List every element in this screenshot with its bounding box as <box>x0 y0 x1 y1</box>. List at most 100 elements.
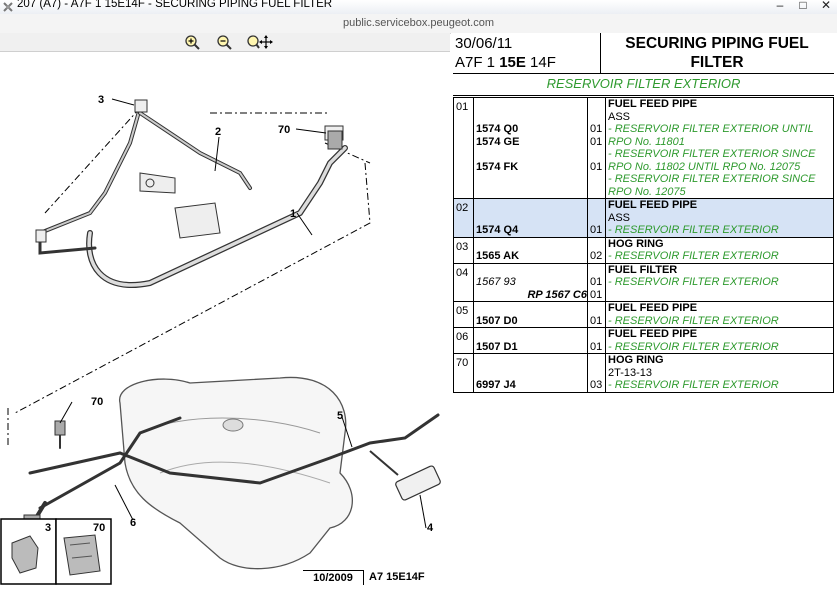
part-subtitle: ASS <box>608 110 631 123</box>
part-name: HOG RING <box>608 354 664 366</box>
part-quantities: 01 <box>587 327 606 354</box>
minimize-button[interactable]: – <box>776 0 784 12</box>
part-name: FUEL FEED PIPE <box>608 199 698 211</box>
part-position: 03 <box>453 236 474 264</box>
part-note: - RESERVOIR FILTER EXTERIOR SINCE RPO No… <box>608 148 816 173</box>
part-note: - RESERVOIR FILTER EXTERIOR <box>608 250 779 262</box>
diagram-stamp: 10/2009 A7 15E14F <box>303 570 446 586</box>
callout-1: 1 <box>290 208 296 220</box>
part-position: 06 <box>453 327 474 354</box>
part-note: - RESERVOIR FILTER EXTERIOR <box>608 276 779 288</box>
header-divider <box>453 73 834 74</box>
zoom-in-icon[interactable] <box>183 34 201 50</box>
part-subtitle: 2T-13-13 <box>608 366 653 379</box>
upper-pipe-assembly <box>38 106 348 288</box>
part-description: FUEL FILTER- RESERVOIR FILTER EXTERIOR <box>605 262 834 302</box>
page-url: public.servicebox.peugeot.com <box>342 17 495 29</box>
callout-3: 3 <box>98 94 104 106</box>
part-references: 1574 Q4 <box>473 198 588 238</box>
part-reference[interactable]: 1507 D1 <box>476 340 518 353</box>
part-name: FUEL FEED PIPE <box>608 328 698 340</box>
page-title: SECURING PIPING FUEL FILTER <box>625 35 809 71</box>
part-quantity: 01 <box>590 340 603 353</box>
part-quantity: 01 <box>590 123 603 135</box>
part-note: - RESERVOIR FILTER EXTERIOR <box>608 314 779 327</box>
callout-70-top: 70 <box>278 124 290 136</box>
part-note: - RESERVOIR FILTER EXTERIOR <box>608 224 779 236</box>
part-reference[interactable]: RP 1567 C6 <box>527 288 587 301</box>
window-titlebar: 207 (A7) - A7F 1 15E14F - SECURING PIPIN… <box>0 0 837 14</box>
part-references: 1507 D1 <box>473 327 588 354</box>
window-title: 207 (A7) - A7F 1 15E14F - SECURING PIPIN… <box>17 0 333 10</box>
fuel-filter <box>369 450 441 501</box>
part-note: - RESERVOIR FILTER EXTERIOR <box>608 340 779 353</box>
part-reference[interactable]: 1574 Q4 <box>476 224 519 236</box>
callout-70-left: 70 <box>91 396 103 408</box>
part-reference[interactable]: 1574 GE <box>476 135 520 148</box>
upper-fittings <box>35 99 344 243</box>
part-description: FUEL FEED PIPE- RESERVOIR FILTER EXTERIO… <box>605 327 834 354</box>
diagram-panel: 3 2 70 1 70 5 4 6 70 3 70 10/2009 A7 15E… <box>0 33 450 601</box>
part-references: 6997 J4 <box>473 353 588 393</box>
part-name: FUEL FEED PIPE <box>608 98 698 110</box>
callout-2: 2 <box>215 126 221 138</box>
part-position: 70 <box>453 353 474 393</box>
part-note: - RESERVOIR FILTER EXTERIOR UNTIL RPO No… <box>608 123 814 148</box>
app-icon <box>3 2 13 12</box>
part-reference[interactable]: 1567 93 <box>476 276 516 288</box>
fuel-tank <box>119 376 353 570</box>
part-references: 1565 AK <box>473 236 588 264</box>
inset-part-70: 70 <box>55 518 112 585</box>
part-name: FUEL FILTER <box>608 263 678 276</box>
part-reference[interactable]: 1565 AK <box>476 250 520 262</box>
part-note: - RESERVOIR FILTER EXTERIOR SINCE RPO No… <box>608 173 816 198</box>
section-title: RESERVOIR FILTER EXTERIOR <box>546 76 741 91</box>
part-reference[interactable]: 1574 Q0 <box>476 123 519 135</box>
zoom-out-icon[interactable] <box>215 34 233 50</box>
assembly-guide-lines <box>7 107 371 448</box>
part-reference[interactable]: 1507 D0 <box>476 314 518 327</box>
callout-5: 5 <box>337 410 343 422</box>
part-quantity: 01 <box>590 160 603 173</box>
part-quantity: 01 <box>590 314 603 327</box>
part-quantities: 01 <box>587 198 606 238</box>
parts-panel: 30/06/11 A7F 1 15E 14F SECURING PIPING F… <box>451 33 837 601</box>
inset-part-3: 3 <box>0 518 57 585</box>
callout-6: 6 <box>130 517 136 529</box>
part-name: FUEL FEED PIPE <box>608 302 698 314</box>
part-references: 1567 93 RP 1567 C6 <box>473 262 588 302</box>
part-reference[interactable]: 1574 FK <box>476 160 519 173</box>
part-position: 02 <box>453 198 474 238</box>
close-button[interactable]: ✕ <box>820 0 832 12</box>
header-date: 30/06/11 <box>455 35 513 52</box>
maximize-button[interactable]: □ <box>799 0 807 12</box>
diagram-code: A7 15E14F <box>369 571 425 583</box>
part-description: HOG RING- RESERVOIR FILTER EXTERIOR <box>605 236 834 264</box>
callout-4: 4 <box>427 522 434 534</box>
part-references: 1507 D0 <box>473 301 588 328</box>
part-quantity: 01 <box>590 288 603 301</box>
part-quantities: 02 <box>587 236 606 264</box>
diagram-date: 10/2009 <box>303 570 364 585</box>
part-name: HOG RING <box>608 237 664 250</box>
part-reference[interactable]: 6997 J4 <box>476 379 516 391</box>
exploded-parts-diagram: 3 2 70 1 70 5 4 6 70 3 70 <box>0 94 441 585</box>
part-position: 04 <box>453 262 474 302</box>
address-bar: public.servicebox.peugeot.com <box>0 14 837 34</box>
zoom-pan-icon[interactable] <box>245 34 273 50</box>
part-position: 05 <box>453 301 474 328</box>
part-position: 01 <box>453 97 474 199</box>
part-quantity: 01 <box>590 224 603 236</box>
